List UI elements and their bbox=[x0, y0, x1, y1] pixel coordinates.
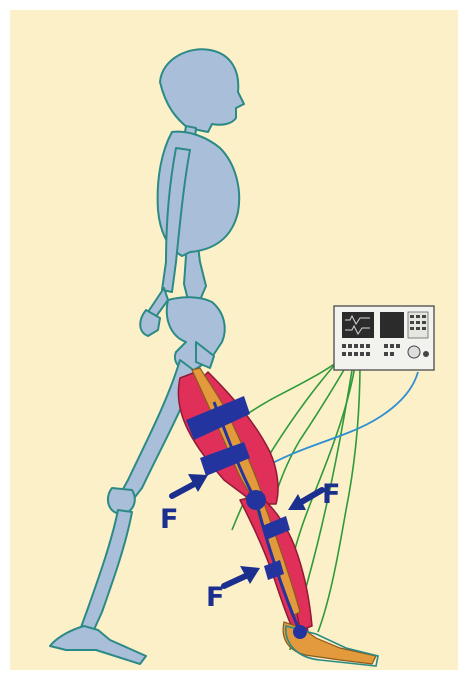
signal-monitor-icon bbox=[334, 306, 434, 370]
force-label-lower: F bbox=[206, 582, 224, 613]
force-label-left: F bbox=[160, 504, 178, 535]
device-screen-right bbox=[380, 312, 404, 338]
force-label-right: F bbox=[322, 479, 340, 510]
